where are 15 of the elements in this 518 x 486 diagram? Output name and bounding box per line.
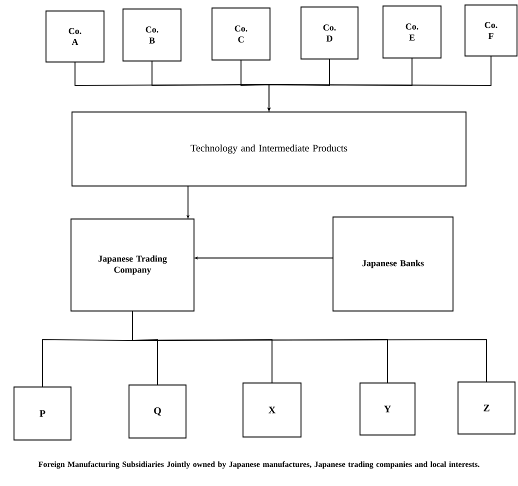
subsidiary-box: Z xyxy=(458,382,516,434)
company-box: Co. A xyxy=(46,10,104,62)
company-box: Co. E xyxy=(382,6,442,58)
subsidiary-box: Q xyxy=(128,384,186,438)
company-box: Co. F xyxy=(464,4,518,56)
bank-box: Japanese Banks xyxy=(332,216,454,312)
subsidiary-box: P xyxy=(14,386,72,440)
company-box: Co. B xyxy=(122,8,182,62)
company-box: Co. C xyxy=(212,8,270,60)
company-box: Co. D xyxy=(300,6,358,60)
subsidiary-box: X xyxy=(242,382,302,438)
product-box: Technology and Intermediate Products xyxy=(72,112,466,186)
caption: Foreign Manufacturing Subsidiaries Jointly owned by Japanese manufactures, Japanese trading companies and local interests. xyxy=(38,461,480,469)
subsidiary-box: Y xyxy=(360,382,416,436)
trading-company-box: Japanese Trading Company xyxy=(70,218,194,312)
